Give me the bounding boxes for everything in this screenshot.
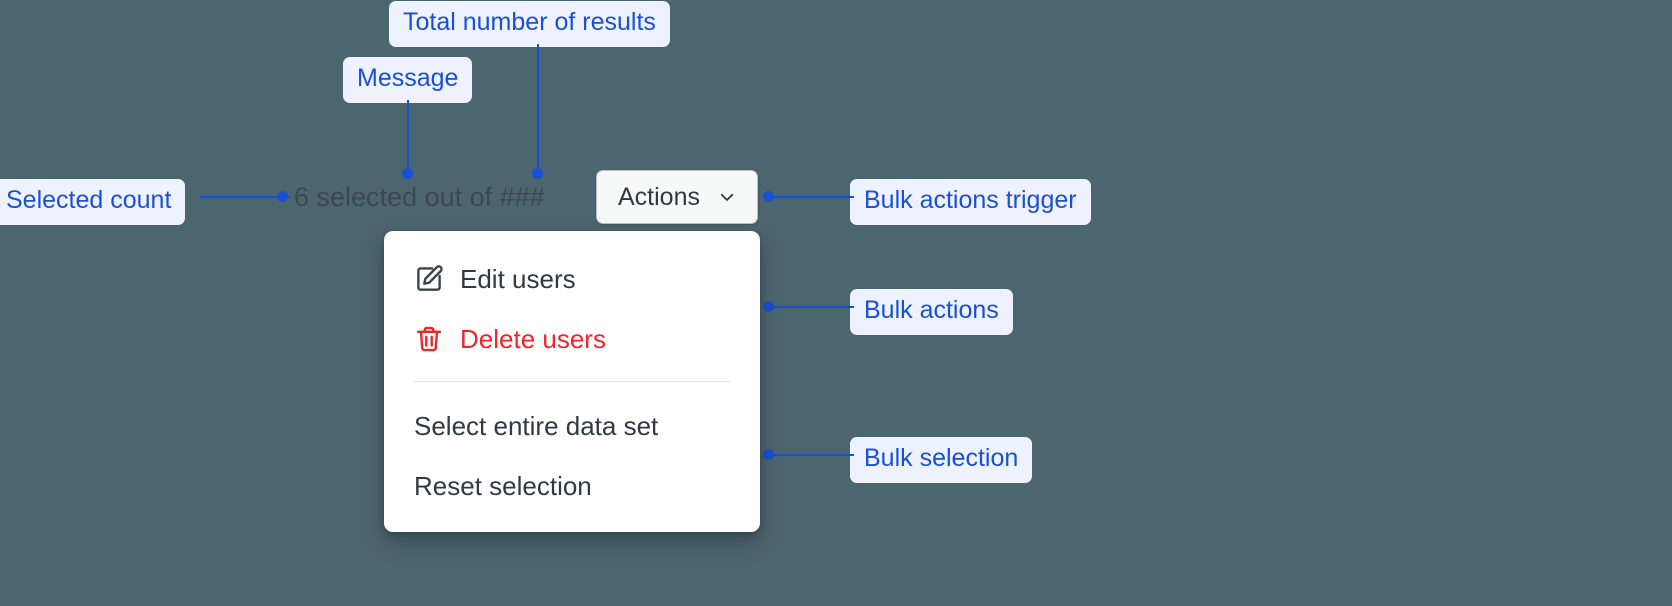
connector-selected-count	[200, 196, 290, 198]
connector-dot-bulk-actions-trigger	[763, 191, 774, 202]
selection-message-text: 6 selected out of ###	[294, 182, 545, 212]
connector-dot-total-results	[532, 168, 543, 179]
connector-bulk-selection	[766, 454, 854, 456]
edit-pencil-square-icon	[414, 264, 444, 294]
connector-message	[407, 100, 409, 173]
annotation-message: Message	[343, 57, 473, 103]
menu-item-delete-users[interactable]: Delete users	[384, 309, 760, 369]
connector-dot-bulk-actions	[763, 301, 774, 312]
connector-dot-bulk-selection	[763, 449, 774, 460]
connector-bulk-actions	[766, 306, 854, 308]
bulk-actions-trigger-label: Actions	[618, 182, 700, 211]
menu-item-reset-selection[interactable]: Reset selection	[384, 456, 760, 516]
bulk-actions-trigger-button[interactable]: Actions	[596, 170, 758, 224]
menu-divider	[414, 381, 730, 382]
menu-item-edit-users-label: Edit users	[460, 264, 576, 294]
bulk-actions-dropdown-menu: Edit users Delete users Select entire da…	[384, 231, 760, 532]
annotation-bulk-actions: Bulk actions	[850, 289, 1013, 335]
menu-item-delete-users-label: Delete users	[460, 324, 606, 354]
selection-status-bar: 6 selected out of ###	[294, 178, 545, 216]
annotation-bulk-selection: Bulk selection	[850, 437, 1033, 483]
connector-dot-selected-count	[277, 191, 288, 202]
chevron-down-icon	[718, 188, 736, 206]
annotation-bulk-actions-trigger: Bulk actions trigger	[850, 179, 1091, 225]
menu-item-edit-users[interactable]: Edit users	[384, 249, 760, 309]
menu-item-select-entire-data-set[interactable]: Select entire data set	[384, 396, 760, 456]
menu-item-reset-selection-label: Reset selection	[414, 471, 592, 501]
menu-item-select-entire-data-set-label: Select entire data set	[414, 411, 659, 441]
connector-bulk-actions-trigger	[766, 196, 854, 198]
trash-icon	[414, 324, 444, 354]
annotation-selected-count: Selected count	[0, 179, 186, 225]
connector-dot-message	[402, 168, 413, 179]
annotation-total-number-of-results: Total number of results	[389, 1, 670, 47]
connector-total-results	[537, 44, 539, 173]
